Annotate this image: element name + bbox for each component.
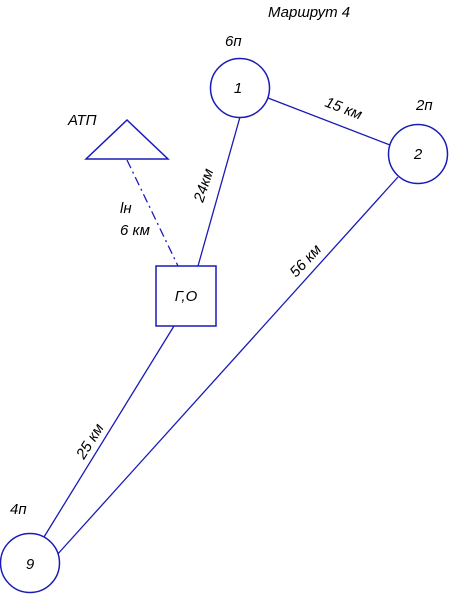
edge-depot-hub bbox=[126, 159, 179, 267]
edge-1-2-label: 15 км bbox=[323, 94, 365, 124]
edge-hub-1-label: 24км bbox=[190, 167, 217, 206]
edge-hub-1 bbox=[197, 116, 241, 267]
depot-triangle-icon bbox=[84, 118, 170, 160]
node-2-label: 2 bbox=[413, 146, 423, 163]
node-1-tag: 6п bbox=[225, 33, 242, 50]
edge-1-2 bbox=[267, 97, 391, 146]
edge-depot-hub-label-line2: 6 км bbox=[120, 222, 150, 239]
node-9-label: 9 bbox=[26, 556, 35, 573]
node-2-circle-icon bbox=[387, 123, 449, 185]
node-1-label: 1 bbox=[234, 80, 242, 97]
node-1-circle-icon bbox=[209, 57, 271, 119]
hub-label: Г,О bbox=[175, 288, 198, 305]
edge-2-9 bbox=[55, 176, 399, 557]
edge-hub-9 bbox=[43, 325, 175, 538]
edge-2-9-label: 56 км bbox=[286, 241, 324, 281]
hub-square-icon bbox=[155, 265, 217, 327]
depot-label: АТП bbox=[67, 112, 97, 129]
diagram-title: Маршрут 4 bbox=[268, 4, 350, 21]
node-9-tag: 4п bbox=[10, 501, 27, 518]
edge-depot-hub-label-line1: lн bbox=[120, 200, 132, 217]
node-2-tag: 2п bbox=[415, 97, 433, 114]
node-9-circle-icon bbox=[0, 532, 61, 594]
